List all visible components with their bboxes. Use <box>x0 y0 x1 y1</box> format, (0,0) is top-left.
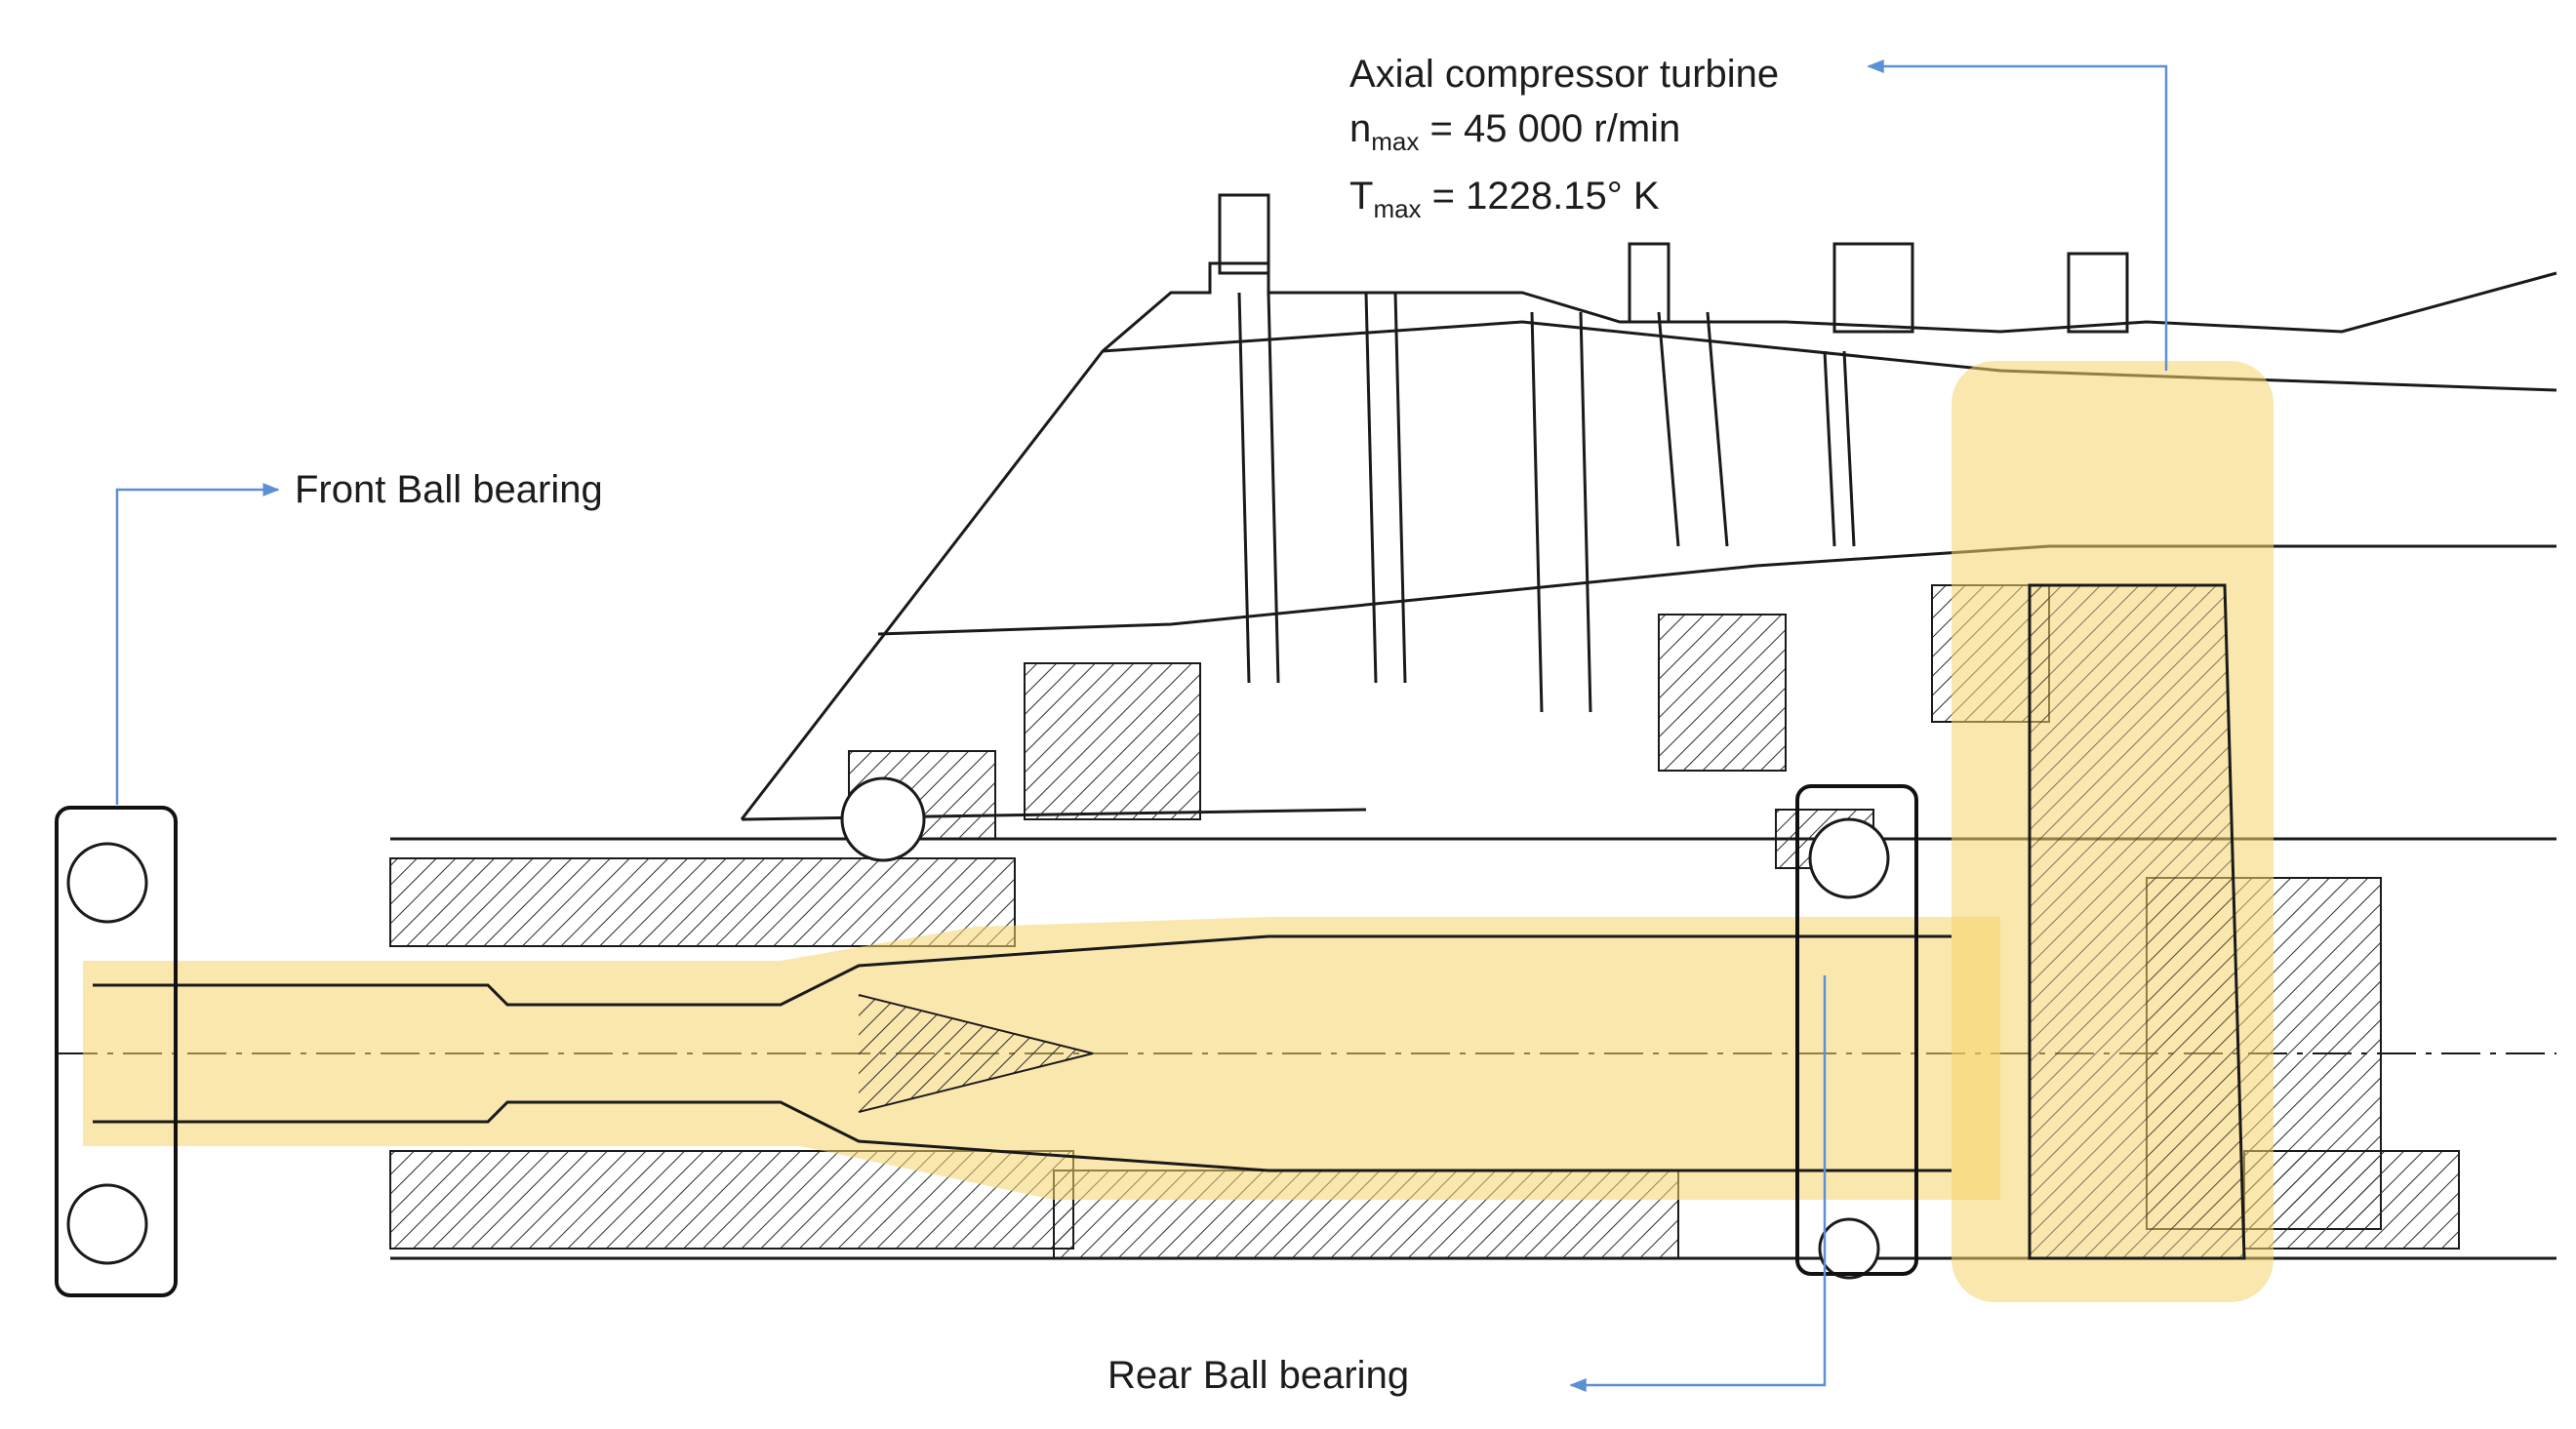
turbine-leader <box>1867 60 2168 371</box>
rear-bearing-leader <box>1569 975 1827 1392</box>
compressor-blades <box>1218 193 2129 713</box>
turbine-nmax: nmax = 45 000 r/min <box>1349 107 1681 156</box>
rear-bearing-label: Rear Ball bearing <box>1107 1354 1410 1397</box>
front-bearing-label: Front Ball bearing <box>295 468 603 511</box>
turbine-title: Axial compressor turbine <box>1349 53 1780 96</box>
turbine-spec-label: Axial compressor turbine nmax = 45 000 r… <box>1349 47 1779 236</box>
shaft-outline <box>93 583 2246 1260</box>
bearing-balls <box>66 776 1890 1280</box>
bearing-boxes <box>55 784 1918 1297</box>
turbine-tmax: Tmax = 1228.15° K <box>1349 175 1660 223</box>
front-bearing-leader <box>115 483 280 805</box>
rear-bearing-box <box>1795 784 1918 1276</box>
front-bearing-box <box>55 806 178 1297</box>
callout-lines <box>115 60 2168 1392</box>
